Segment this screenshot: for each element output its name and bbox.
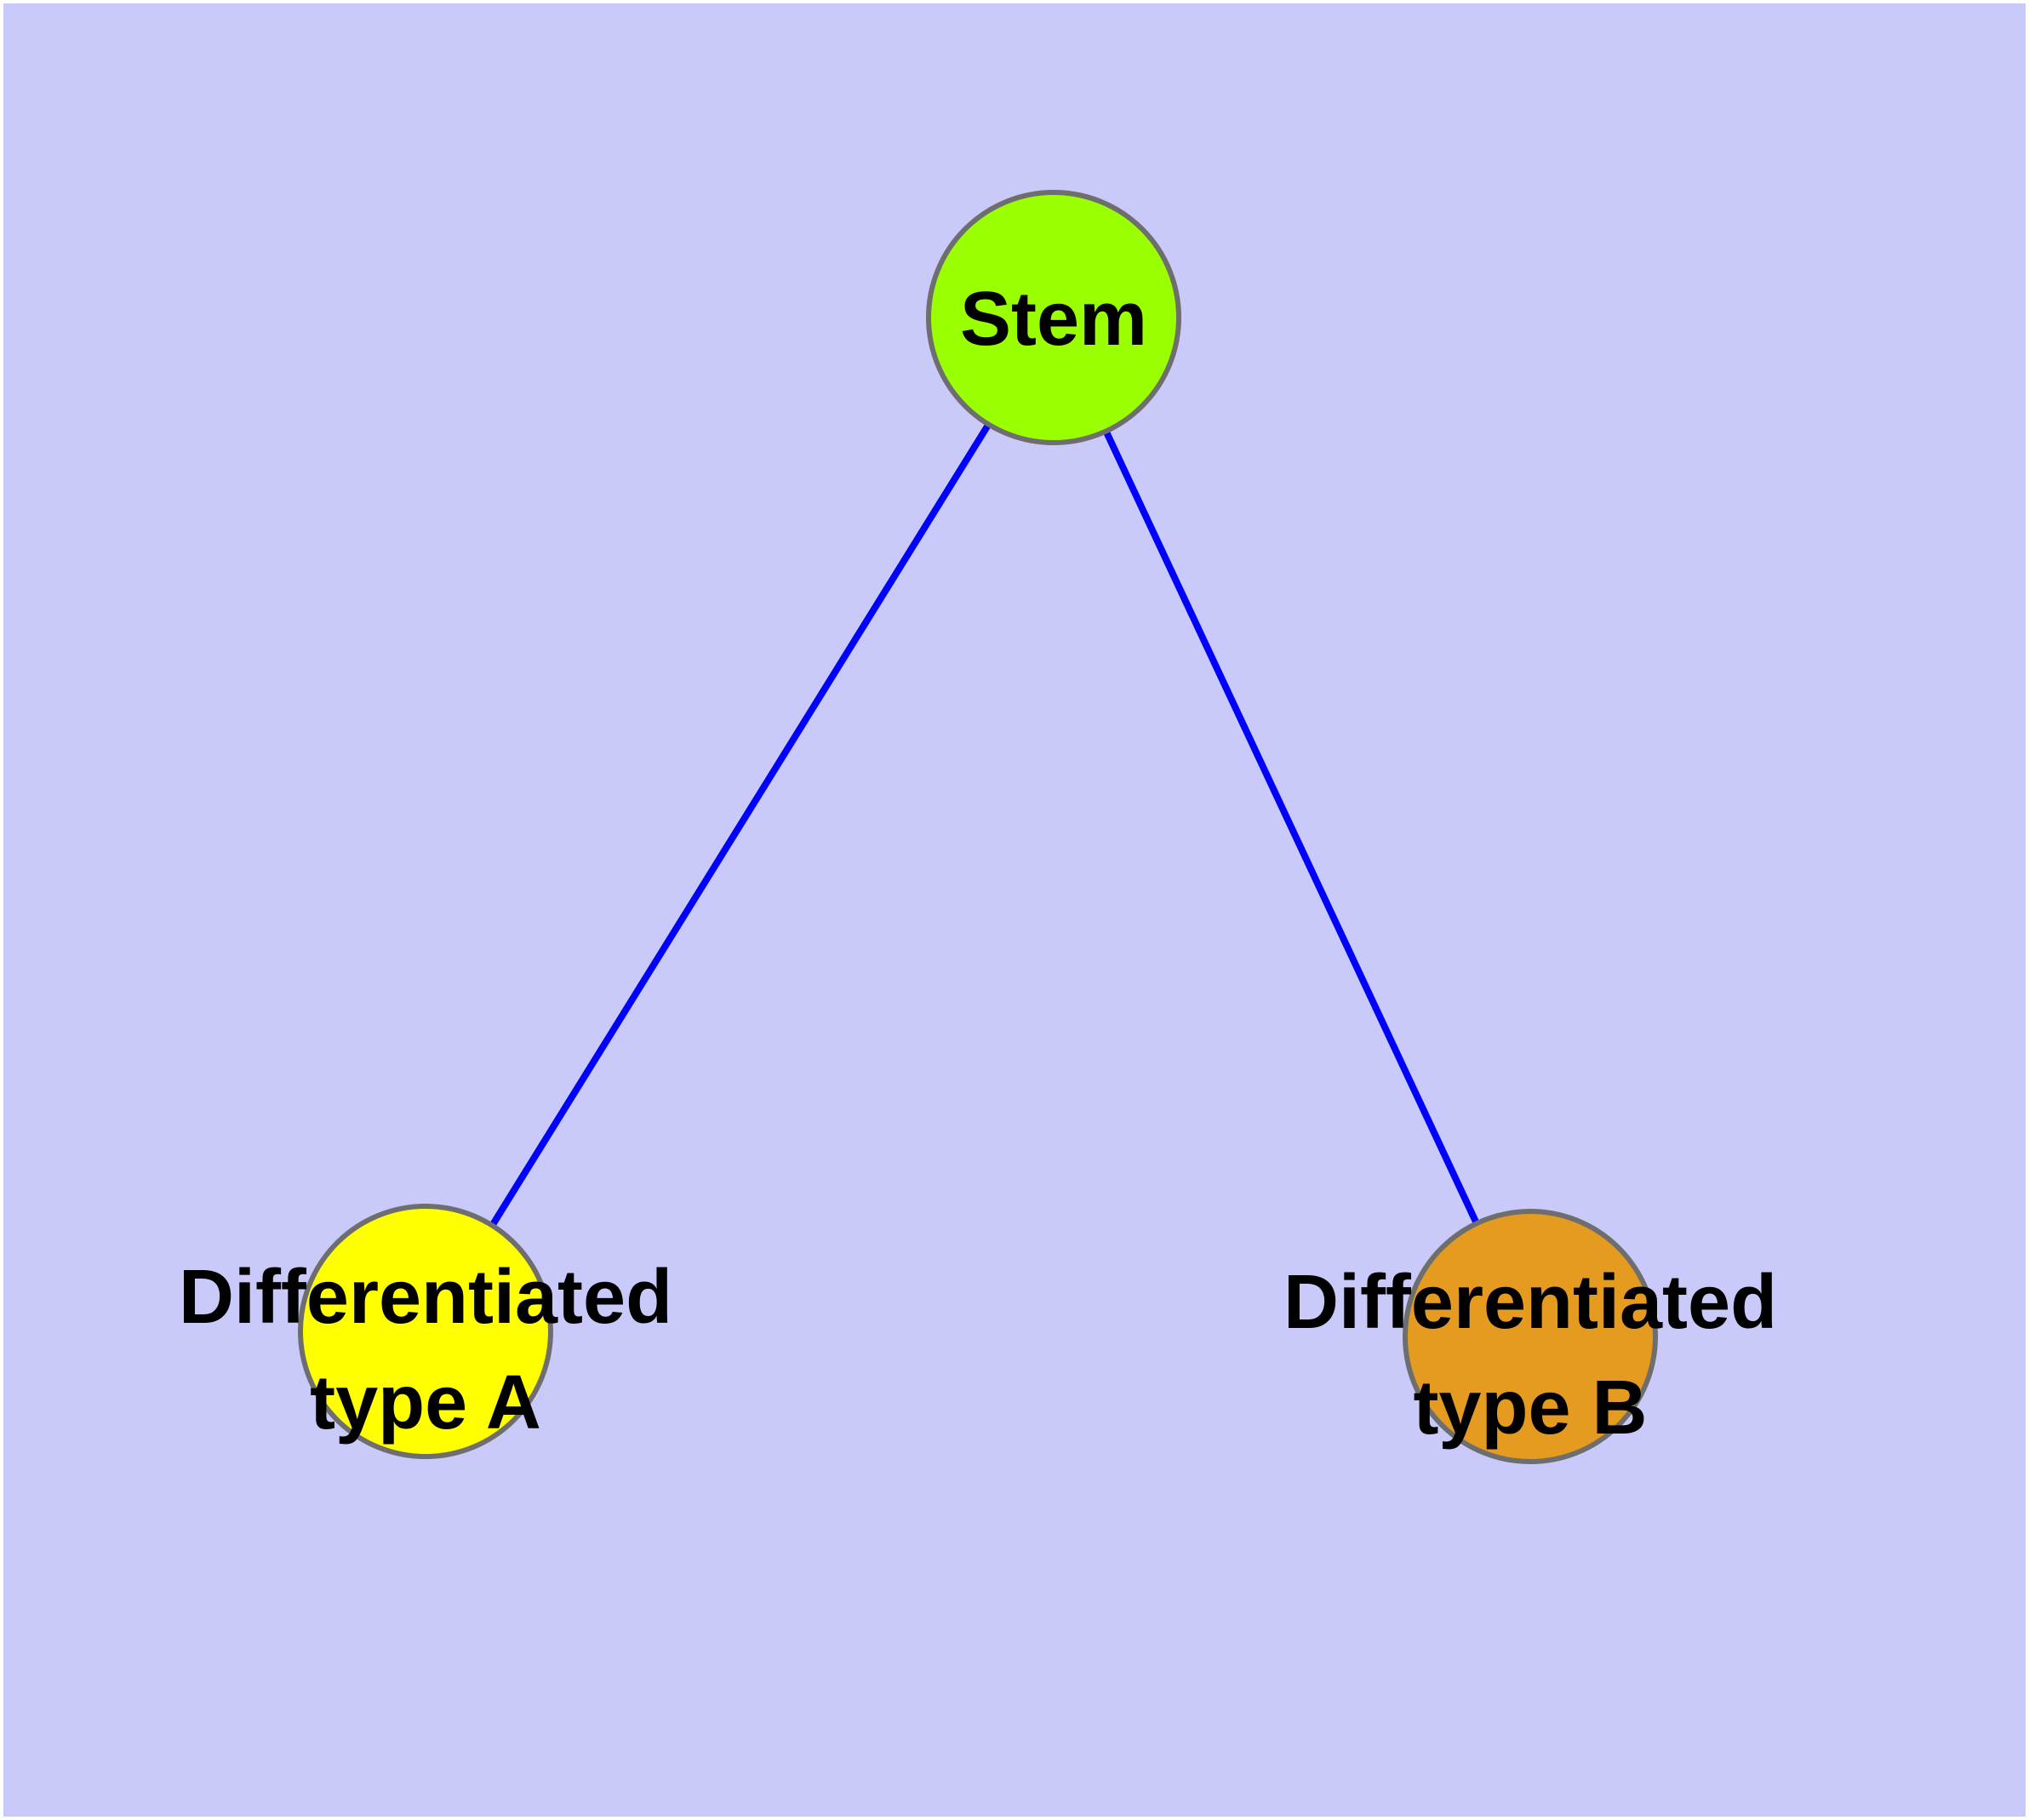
edge-stem-to-type-a (422, 317, 1057, 1336)
edge-layer (422, 317, 1534, 1340)
diagram-canvas: Stem Differentiated type A Differentiate… (3, 3, 2026, 1817)
node-differentiated-type-a (298, 1204, 553, 1459)
node-stem (926, 190, 1181, 445)
edge-stem-to-type-b (1050, 318, 1534, 1340)
node-differentiated-type-b (1403, 1209, 1658, 1464)
